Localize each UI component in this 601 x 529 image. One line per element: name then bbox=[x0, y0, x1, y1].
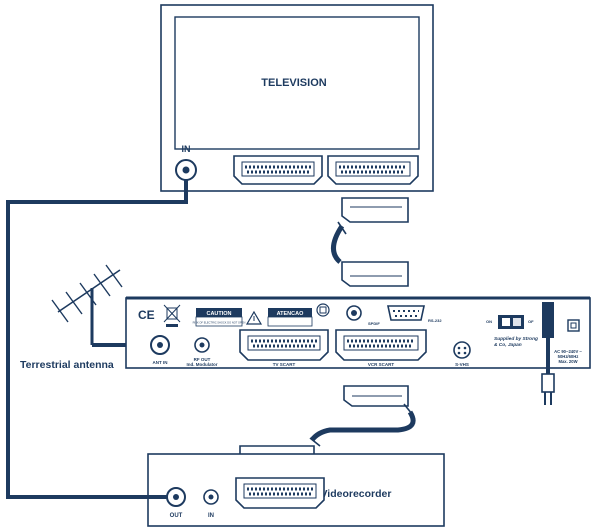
vcr-in-socket bbox=[203, 489, 219, 505]
warning-triangle-icon bbox=[245, 310, 263, 325]
television-label: TELEVISION bbox=[261, 77, 326, 89]
rs232-label: RS-232 bbox=[428, 318, 442, 323]
caution-label: CAUTION RISK OF ELECTRIC SHOCK DO NOT OP… bbox=[193, 308, 246, 327]
power-cord bbox=[541, 302, 555, 405]
rf-out-label: RF OUT bbox=[194, 357, 211, 362]
antenna-label: Terrestrial antenna bbox=[20, 359, 114, 371]
spdif-socket bbox=[346, 305, 362, 321]
terrestrial-antenna bbox=[51, 264, 123, 345]
double-insulation-icon bbox=[316, 303, 330, 317]
supplied-by-line2: & Co, Japan bbox=[494, 342, 522, 348]
weee-icon bbox=[163, 304, 181, 327]
power-inlet-icon bbox=[567, 319, 580, 332]
vcr-in-label: IN bbox=[208, 513, 214, 519]
scart-cable-tv-receiver bbox=[331, 197, 409, 287]
switch-on-label: ON bbox=[486, 319, 492, 324]
tv-scart-label: TV SCART bbox=[273, 362, 296, 367]
vcr-scart-label: VCR SCART bbox=[368, 362, 395, 367]
power-rating-line3: Max. 20W bbox=[558, 359, 577, 364]
warning-title: ATENCAO bbox=[277, 311, 305, 317]
videorecorder-label: Videorecorder bbox=[320, 488, 391, 500]
rs232-port bbox=[387, 305, 425, 321]
tv-scart-socket-1 bbox=[233, 155, 323, 185]
vcr-scart-socket bbox=[335, 329, 427, 361]
vcr-scart-socket-rear bbox=[235, 477, 325, 509]
receiver: CE CAUTION RISK OF ELECTRIC SHOCK DO NOT… bbox=[125, 296, 591, 405]
videorecorder: Videorecorder OUT IN bbox=[147, 453, 445, 527]
caution-text: RISK OF ELECTRIC SHOCK DO NOT OPEN bbox=[193, 321, 246, 325]
ant-in-socket bbox=[150, 335, 170, 355]
ind-modulator-label: Ind. Modulator bbox=[187, 362, 218, 367]
vcr-out-socket bbox=[166, 487, 186, 507]
rf-out-socket bbox=[194, 337, 210, 353]
spdif-label: SPDIF bbox=[368, 321, 380, 326]
ant-in-label: ANT IN bbox=[153, 360, 168, 365]
power-switch bbox=[498, 315, 524, 329]
tv-input-label: IN bbox=[182, 144, 191, 154]
switch-off-label: OF bbox=[528, 319, 534, 324]
svhs-label: S-VHS bbox=[455, 362, 469, 367]
ce-mark: CE bbox=[138, 308, 155, 322]
warning-label: ATENCAO bbox=[267, 308, 313, 327]
svhs-socket bbox=[453, 341, 471, 359]
supplied-by-line1: Supplied by Strong bbox=[494, 336, 538, 342]
vcr-out-label: OUT bbox=[170, 513, 183, 519]
power-rating-line2: 50Hz/60Hz bbox=[558, 354, 579, 359]
tv-scart-socket-2 bbox=[327, 155, 419, 185]
rf-cable-vcr-to-tv bbox=[6, 180, 188, 499]
power-rating-line1: AC 90~240V ~ bbox=[554, 349, 582, 354]
tv-scart-socket bbox=[239, 329, 329, 361]
television: TELEVISION IN bbox=[160, 4, 434, 192]
caution-title: CAUTION bbox=[206, 311, 231, 317]
tv-antenna-input-socket bbox=[175, 159, 197, 181]
